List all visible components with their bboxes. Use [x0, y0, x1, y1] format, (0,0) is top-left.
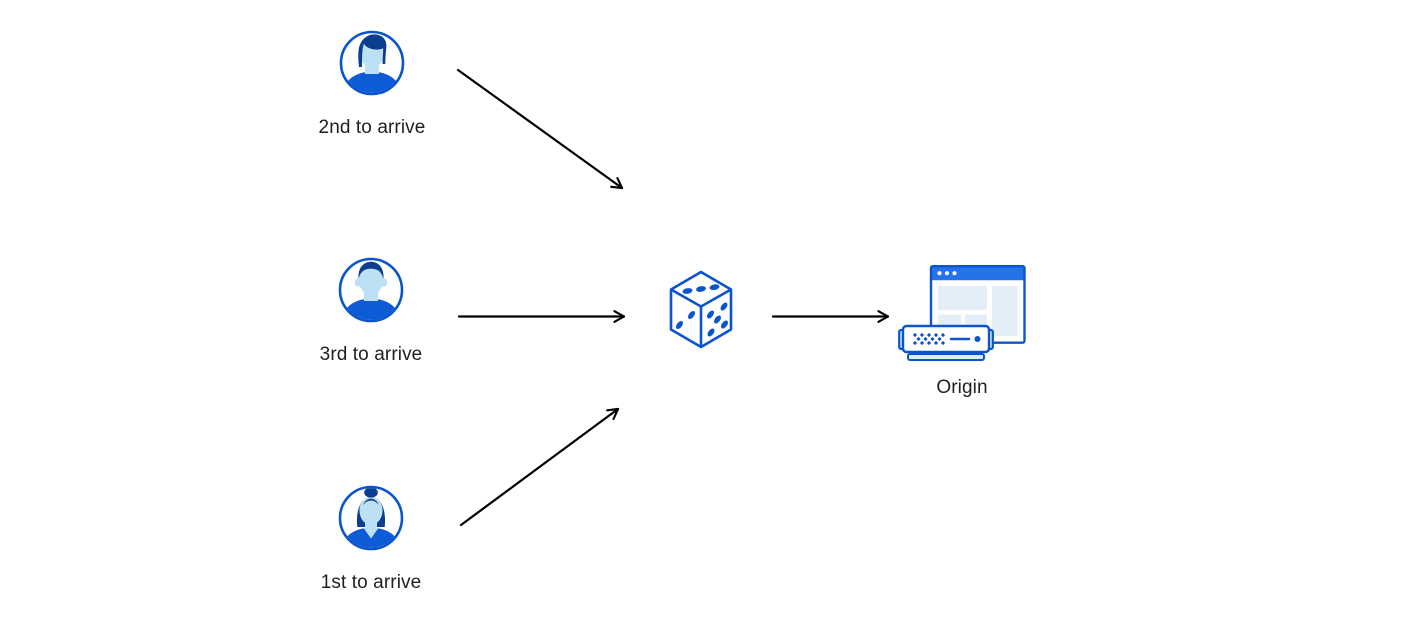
origin-server-icon [898, 265, 1026, 361]
man-short-hair-avatar-icon [338, 257, 404, 323]
arrow-user-bottom-to-dice [459, 407, 620, 527]
node-user-bottom: 1st to arrive [321, 485, 421, 593]
arrow-user-top-to-dice [456, 68, 624, 190]
woman-bun-avatar-icon [338, 485, 404, 551]
dice-icon [669, 270, 733, 349]
server-appliance [898, 324, 994, 361]
origin-label: Origin [936, 377, 988, 398]
node-user-middle: 3rd to arrive [320, 257, 422, 365]
user-middle-label: 3rd to arrive [319, 344, 423, 365]
node-dice [668, 269, 734, 353]
man-pompadour-avatar-icon [339, 30, 405, 96]
user-bottom-label: 1st to arrive [320, 572, 422, 593]
node-user-top: 2nd to arrive [319, 30, 425, 138]
user-top-label: 2nd to arrive [318, 117, 426, 138]
node-origin: Origin [898, 265, 1026, 398]
